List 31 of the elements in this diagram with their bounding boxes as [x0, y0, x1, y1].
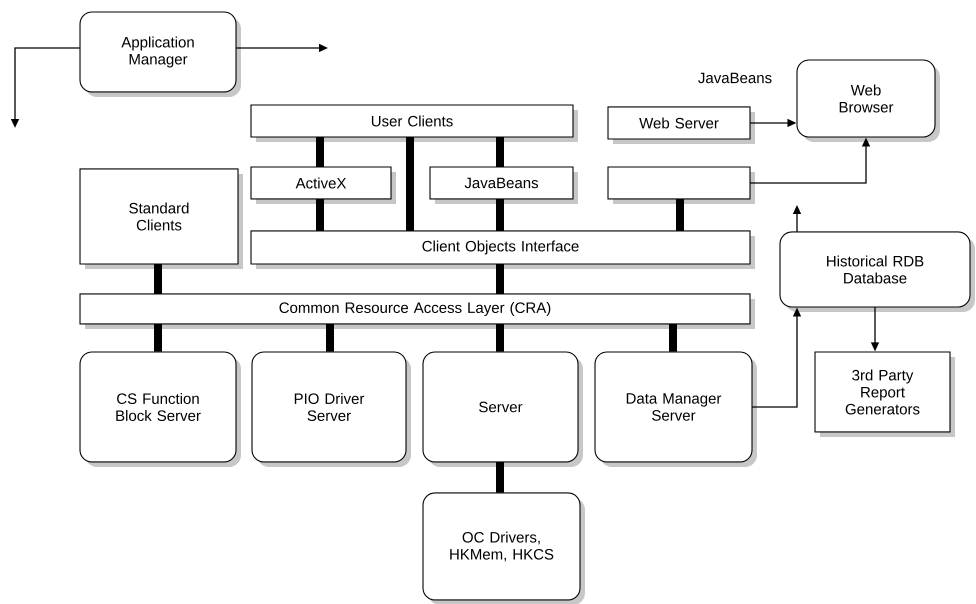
connector-bar	[496, 324, 504, 352]
box: Web Server	[607, 106, 755, 144]
connector-bar	[496, 264, 504, 294]
box: 3rd Party Report Generators	[814, 351, 955, 437]
rounded-box: Server	[422, 351, 583, 467]
layer-bar: Common Resource Access Layer (CRA)	[79, 293, 755, 329]
connector-bar	[496, 200, 504, 230]
connector-bar	[154, 264, 162, 294]
box: Standard Clients	[79, 168, 243, 269]
connector-bar	[676, 200, 684, 230]
connector-bar	[406, 138, 414, 230]
connector-bar	[154, 324, 162, 352]
layer-bar: User Clients	[250, 104, 578, 142]
rounded-box: Application Manager	[79, 11, 241, 97]
rounded-box: Historical RDB Database	[779, 231, 975, 312]
connector-bar	[669, 324, 677, 352]
connector-bar	[316, 138, 324, 166]
connector-bar	[326, 324, 334, 352]
layer-bar: Client Objects Interface	[250, 230, 755, 269]
connector-bar	[496, 462, 504, 492]
side-label: JavaBeans	[698, 72, 772, 84]
rounded-box: PIO Driver Server	[251, 351, 411, 467]
connector-bar	[496, 138, 504, 166]
box: JavaBeans	[429, 166, 578, 204]
connector-bar	[316, 200, 324, 230]
box: ActiveX	[250, 166, 396, 204]
rounded-box: Web Browser	[796, 59, 940, 142]
rounded-box: Data Manager Server	[594, 351, 757, 467]
box	[607, 166, 755, 204]
rounded-box: CS Function Block Server	[79, 351, 241, 467]
rounded-box: OC Drivers, HKMem, HKCS	[422, 492, 585, 604]
